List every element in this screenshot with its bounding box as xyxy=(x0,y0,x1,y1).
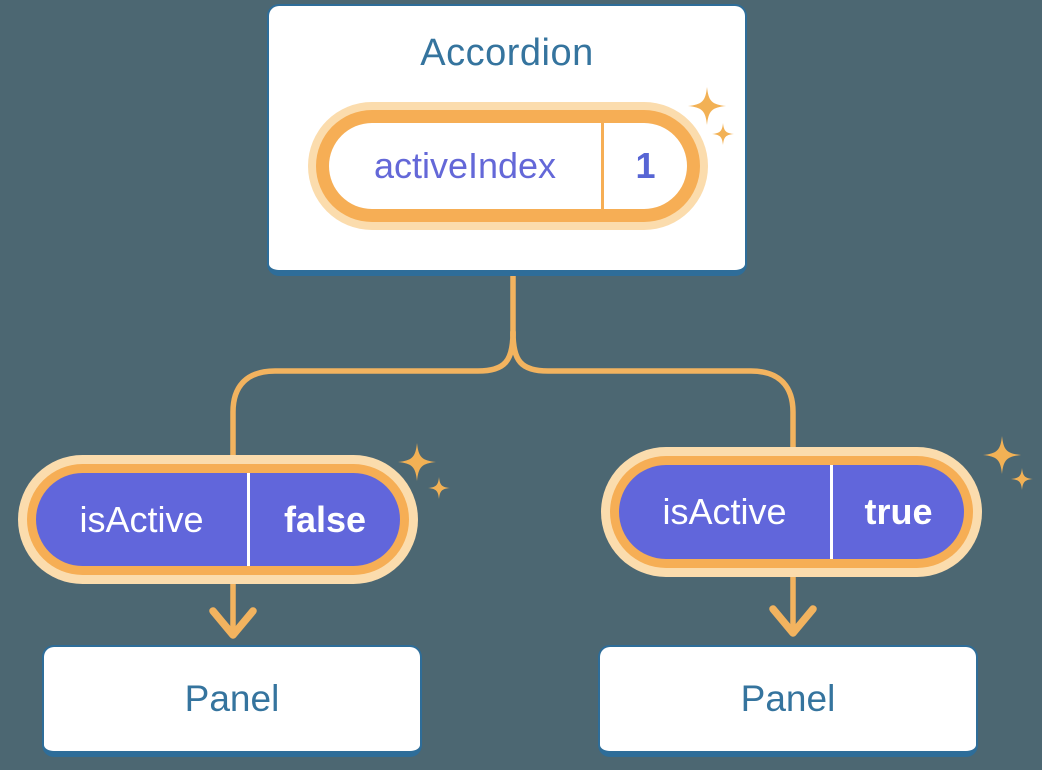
prop-name-right: isActive xyxy=(662,491,787,532)
prop-pill-ring: isActive false xyxy=(27,464,409,575)
sparkle-icon xyxy=(428,477,450,499)
state-pill-body: activeIndex 1 xyxy=(329,123,687,209)
sparkle-icon xyxy=(688,87,726,125)
arrowhead-left-icon xyxy=(209,607,257,639)
prop-pill-body: isActive true xyxy=(619,465,964,559)
panel-label-right: Panel xyxy=(740,678,836,719)
prop-value-left: false xyxy=(283,498,367,540)
panel-card-right: Panel xyxy=(598,645,978,757)
prop-pill-divider xyxy=(247,473,250,566)
prop-pill-isactive-false: isActive false xyxy=(18,455,418,584)
sparkle-icon xyxy=(398,443,436,481)
panel-label-left: Panel xyxy=(184,678,280,719)
arrowhead-right-icon xyxy=(769,605,817,637)
state-pill-ring: activeIndex 1 xyxy=(316,110,700,222)
state-pill-activeindex: activeIndex 1 xyxy=(308,102,708,230)
panel-card-left: Panel xyxy=(42,645,422,757)
prop-name-left: isActive xyxy=(79,498,204,540)
state-name: activeIndex xyxy=(373,145,557,186)
prop-pill-ring: isActive true xyxy=(610,456,973,568)
accordion-title: Accordion xyxy=(420,32,594,74)
sparkle-icon xyxy=(983,436,1021,474)
sparkle-icon xyxy=(712,123,734,145)
connector-branch-left xyxy=(230,329,516,473)
prop-pill-divider xyxy=(830,465,833,559)
prop-pill-isactive-true: isActive true xyxy=(601,447,982,577)
connector-branch-right xyxy=(510,329,796,471)
prop-value-right: true xyxy=(864,491,933,532)
sparkle-icon xyxy=(1011,468,1033,490)
prop-pill-body: isActive false xyxy=(36,473,400,566)
state-value: 1 xyxy=(635,145,656,186)
state-pill-divider xyxy=(601,123,604,209)
